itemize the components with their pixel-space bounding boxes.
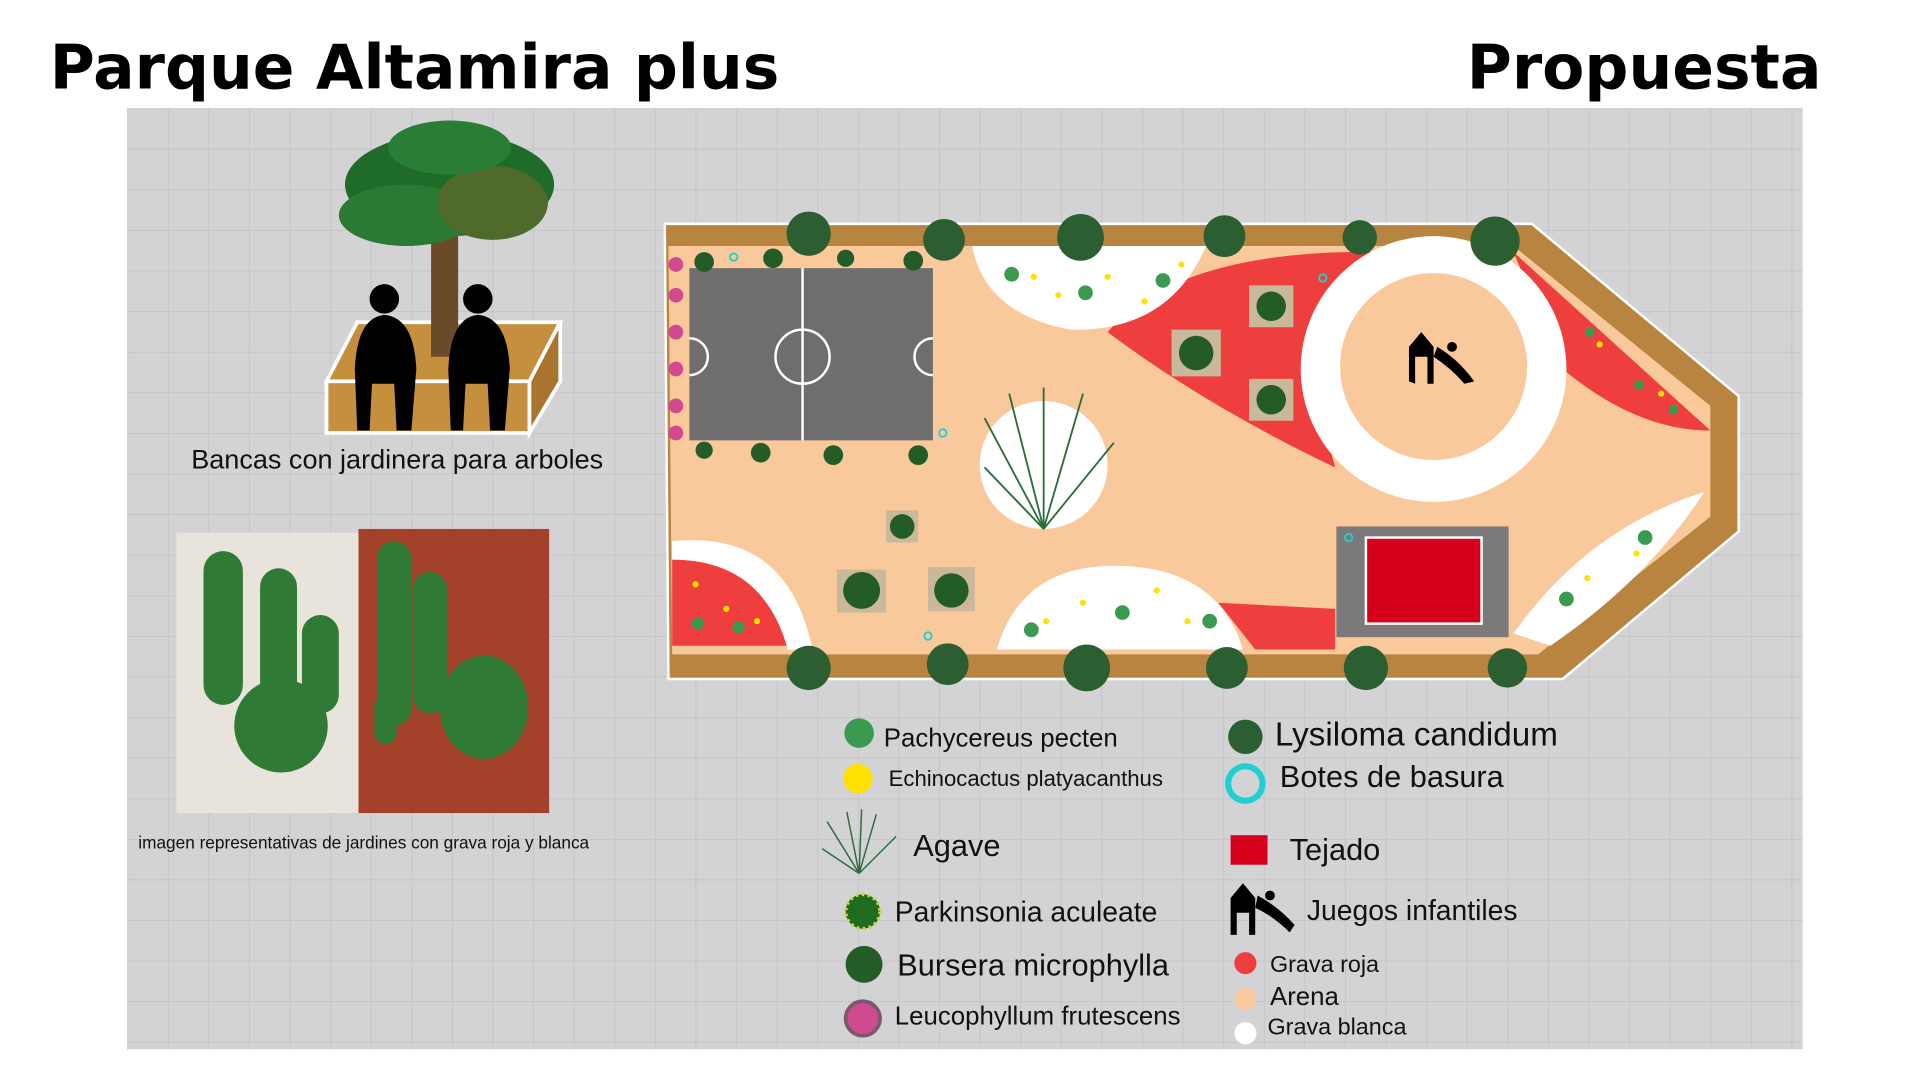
legend-label: Parkinsonia aculeate — [895, 895, 1158, 927]
trash-bin-icon — [1225, 763, 1266, 804]
trash-bins — [729, 252, 1354, 641]
bench-caption: Bancas con jardinera para arboles — [191, 445, 603, 475]
park-plan — [663, 211, 1740, 692]
tree-canopy-icon — [338, 120, 555, 247]
gravel-garden-photos — [176, 528, 550, 814]
bursera-icon — [845, 945, 883, 983]
legend-label: Bursera microphylla — [897, 947, 1170, 982]
legend-label: Juegos infantiles — [1307, 894, 1518, 926]
legend: Pachycereus pecten Echinocactus platyaca… — [821, 716, 1558, 1045]
lysiloma-icon — [1228, 719, 1263, 755]
playground-icon — [1230, 883, 1295, 935]
legend-label: Botes de basura — [1280, 759, 1505, 794]
photos-caption: imagen representativas de jardines con g… — [138, 833, 589, 853]
legend-label: Pachycereus pecten — [884, 725, 1118, 753]
legend-label: Grava blanca — [1268, 1013, 1407, 1039]
yellow-dot-icon — [843, 763, 873, 794]
roof-icon — [1230, 835, 1268, 865]
page-subtitle: Propuesta — [1467, 32, 1822, 104]
red-gravel-icon — [1234, 952, 1257, 975]
legend-label: Agave — [913, 828, 1000, 863]
green-dot-icon — [844, 718, 874, 748]
planter-boxes — [836, 285, 1294, 613]
agave-icon — [821, 809, 897, 874]
legend-label: Leucophyllum frutescens — [895, 1003, 1181, 1031]
agave-plant — [979, 387, 1115, 530]
white-gravel-icon — [1234, 1022, 1257, 1045]
playground-icon — [1408, 332, 1475, 384]
legend-label: Grava roja — [1270, 951, 1379, 977]
legend-label: Lysiloma candidum — [1275, 716, 1558, 753]
legend-label: Arena — [1270, 983, 1340, 1011]
legend-label: Tejado — [1290, 832, 1381, 867]
people-silhouette-icon — [354, 284, 510, 431]
sports-court — [689, 268, 933, 441]
lysiloma-trees — [786, 211, 1528, 692]
leucophyllum-icon — [843, 999, 882, 1038]
parkinsonia-icon — [843, 892, 882, 931]
sand-icon — [1234, 987, 1257, 1010]
bench-planter-illustration — [323, 120, 564, 440]
page-title: Parque Altamira plus — [50, 32, 780, 104]
legend-label: Echinocactus platyacanthus — [889, 766, 1163, 791]
